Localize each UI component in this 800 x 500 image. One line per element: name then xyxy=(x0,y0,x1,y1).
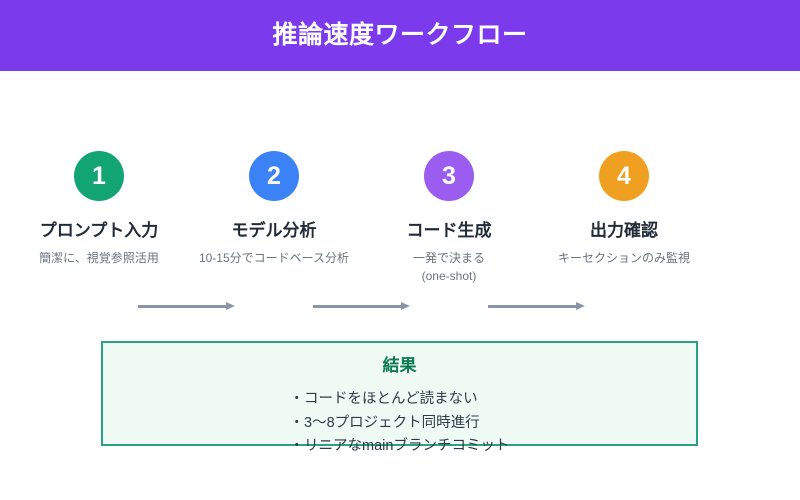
step-1-number: 1 xyxy=(92,161,106,190)
result-list-item: ・3〜8プロジェクト同時進行 xyxy=(289,414,480,431)
step-2-circle: 2 xyxy=(249,151,299,201)
arrow-head-icon xyxy=(226,302,235,310)
step-2-label: モデル分析 xyxy=(231,221,317,240)
step-2-description: 10-15分でコードベース分析 xyxy=(198,251,350,266)
workflow-diagram: 1 プロンプト入力 簡潔に、視覚参照活用 2 モデル分析 10-15分でコードベ… xyxy=(0,130,800,310)
result-list: ・コードをほとんど読まない ・3〜8プロジェクト同時進行 ・リニアなmainブラ… xyxy=(290,388,510,458)
workflow-step-2[interactable]: 2 モデル分析 10-15分でコードベース分析 xyxy=(187,130,362,268)
arrow-step2-step3 xyxy=(313,302,410,311)
page-title: 推論速度ワークフロー xyxy=(272,21,528,49)
workflow-step-4[interactable]: 4 出力確認 キーセクションのみ監視 xyxy=(537,130,712,268)
step-4-label: 出力確認 xyxy=(590,221,658,240)
step-1-label: プロンプト入力 xyxy=(39,221,159,240)
page-header: 推論速度ワークフロー xyxy=(0,0,800,71)
step-1-description: 簡潔に、視覚参照活用 xyxy=(39,251,159,266)
step-4-number: 4 xyxy=(617,161,631,190)
step-4-description: キーセクションのみ監視 xyxy=(557,251,690,266)
step-3-number: 3 xyxy=(442,161,456,190)
workflow-step-1[interactable]: 1 プロンプト入力 簡潔に、視覚参照活用 xyxy=(12,130,187,268)
step-1-circle: 1 xyxy=(74,151,124,201)
arrow-step3-step4 xyxy=(488,302,585,311)
step-3-label: コード生成 xyxy=(406,221,492,240)
arrow-line xyxy=(488,305,576,308)
arrow-head-icon xyxy=(576,302,585,310)
step-3-circle: 3 xyxy=(424,151,474,201)
arrow-line xyxy=(313,305,401,308)
result-title: 結果 xyxy=(382,356,417,375)
workflow-step-3[interactable]: 3 コード生成 一発で決まる (one-shot) xyxy=(362,130,537,285)
step-2-number: 2 xyxy=(267,161,281,190)
result-list-item: ・コードをほとんど読まない xyxy=(289,391,478,408)
step-4-circle: 4 xyxy=(599,151,649,201)
arrow-step1-step2 xyxy=(138,302,235,311)
result-panel: 結果 ・コードをほとんど読まない ・3〜8プロジェクト同時進行 ・リニアなmai… xyxy=(101,341,698,454)
arrow-line xyxy=(138,305,226,308)
arrow-head-icon xyxy=(401,302,410,310)
step-3-description: 一発で決まる (one-shot) xyxy=(412,251,485,283)
result-list-item: ・リニアなmainブランチコミット xyxy=(289,438,510,455)
